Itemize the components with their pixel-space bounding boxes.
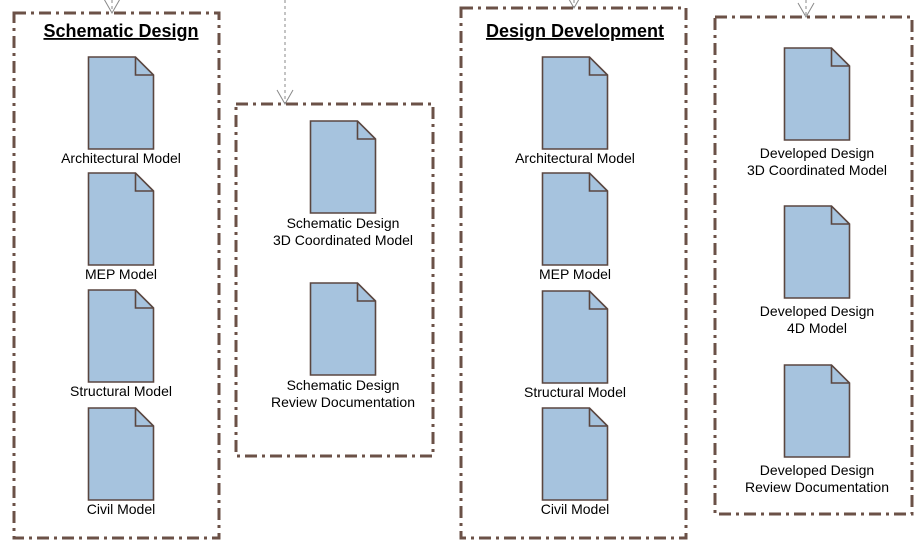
group-boundary: [713, 15, 914, 516]
document-item[interactable]: Structural Model: [524, 290, 626, 400]
arrow-head-icon: [103, 0, 121, 15]
arrow-head-icon: [797, 2, 815, 19]
document-item[interactable]: Civil Model: [87, 407, 155, 517]
document-item[interactable]: MEP Model: [85, 172, 157, 282]
document-icon: [783, 205, 851, 299]
document-icon: [541, 56, 609, 150]
document-label: Developed Design: [760, 145, 874, 161]
document-label: Architectural Model: [61, 150, 181, 166]
document-icon: [309, 120, 377, 214]
document-item[interactable]: Structural Model: [70, 289, 172, 399]
document-label: Developed Design: [760, 303, 874, 319]
document-icon: [87, 172, 155, 266]
document-icon: [87, 56, 155, 150]
document-icon: [309, 282, 377, 376]
document-item[interactable]: Architectural Model: [515, 56, 635, 166]
group-title: Design Development: [486, 21, 664, 41]
document-item[interactable]: Architectural Model: [61, 56, 181, 166]
arrow-head-icon: [568, 0, 580, 10]
document-label: MEP Model: [539, 266, 611, 282]
group-boundary: [459, 6, 688, 540]
document-label: Structural Model: [70, 383, 172, 399]
document-item[interactable]: Civil Model: [541, 407, 609, 517]
document-label: 3D Coordinated Model: [747, 162, 887, 178]
document-label: Civil Model: [541, 501, 609, 517]
document-icon: [783, 47, 851, 141]
document-label: 3D Coordinated Model: [273, 232, 413, 248]
document-label: Schematic Design: [287, 377, 400, 393]
document-icon: [541, 290, 609, 384]
group-boundary: [12, 11, 221, 540]
document-label: Civil Model: [87, 501, 155, 517]
document-icon: [87, 289, 155, 383]
document-icon: [783, 364, 851, 458]
document-icon: [87, 407, 155, 501]
document-label: 4D Model: [787, 320, 847, 336]
document-label: Structural Model: [524, 384, 626, 400]
group-title: Schematic Design: [43, 21, 198, 41]
document-label: Architectural Model: [515, 150, 635, 166]
document-item[interactable]: MEP Model: [539, 172, 611, 282]
document-label: Review Documentation: [271, 394, 415, 410]
document-label: Developed Design: [760, 462, 874, 478]
document-label: MEP Model: [85, 266, 157, 282]
document-icon: [541, 407, 609, 501]
document-icon: [541, 172, 609, 266]
document-label: Schematic Design: [287, 215, 400, 231]
document-label: Review Documentation: [745, 479, 889, 495]
arrow-head-icon: [276, 89, 294, 106]
